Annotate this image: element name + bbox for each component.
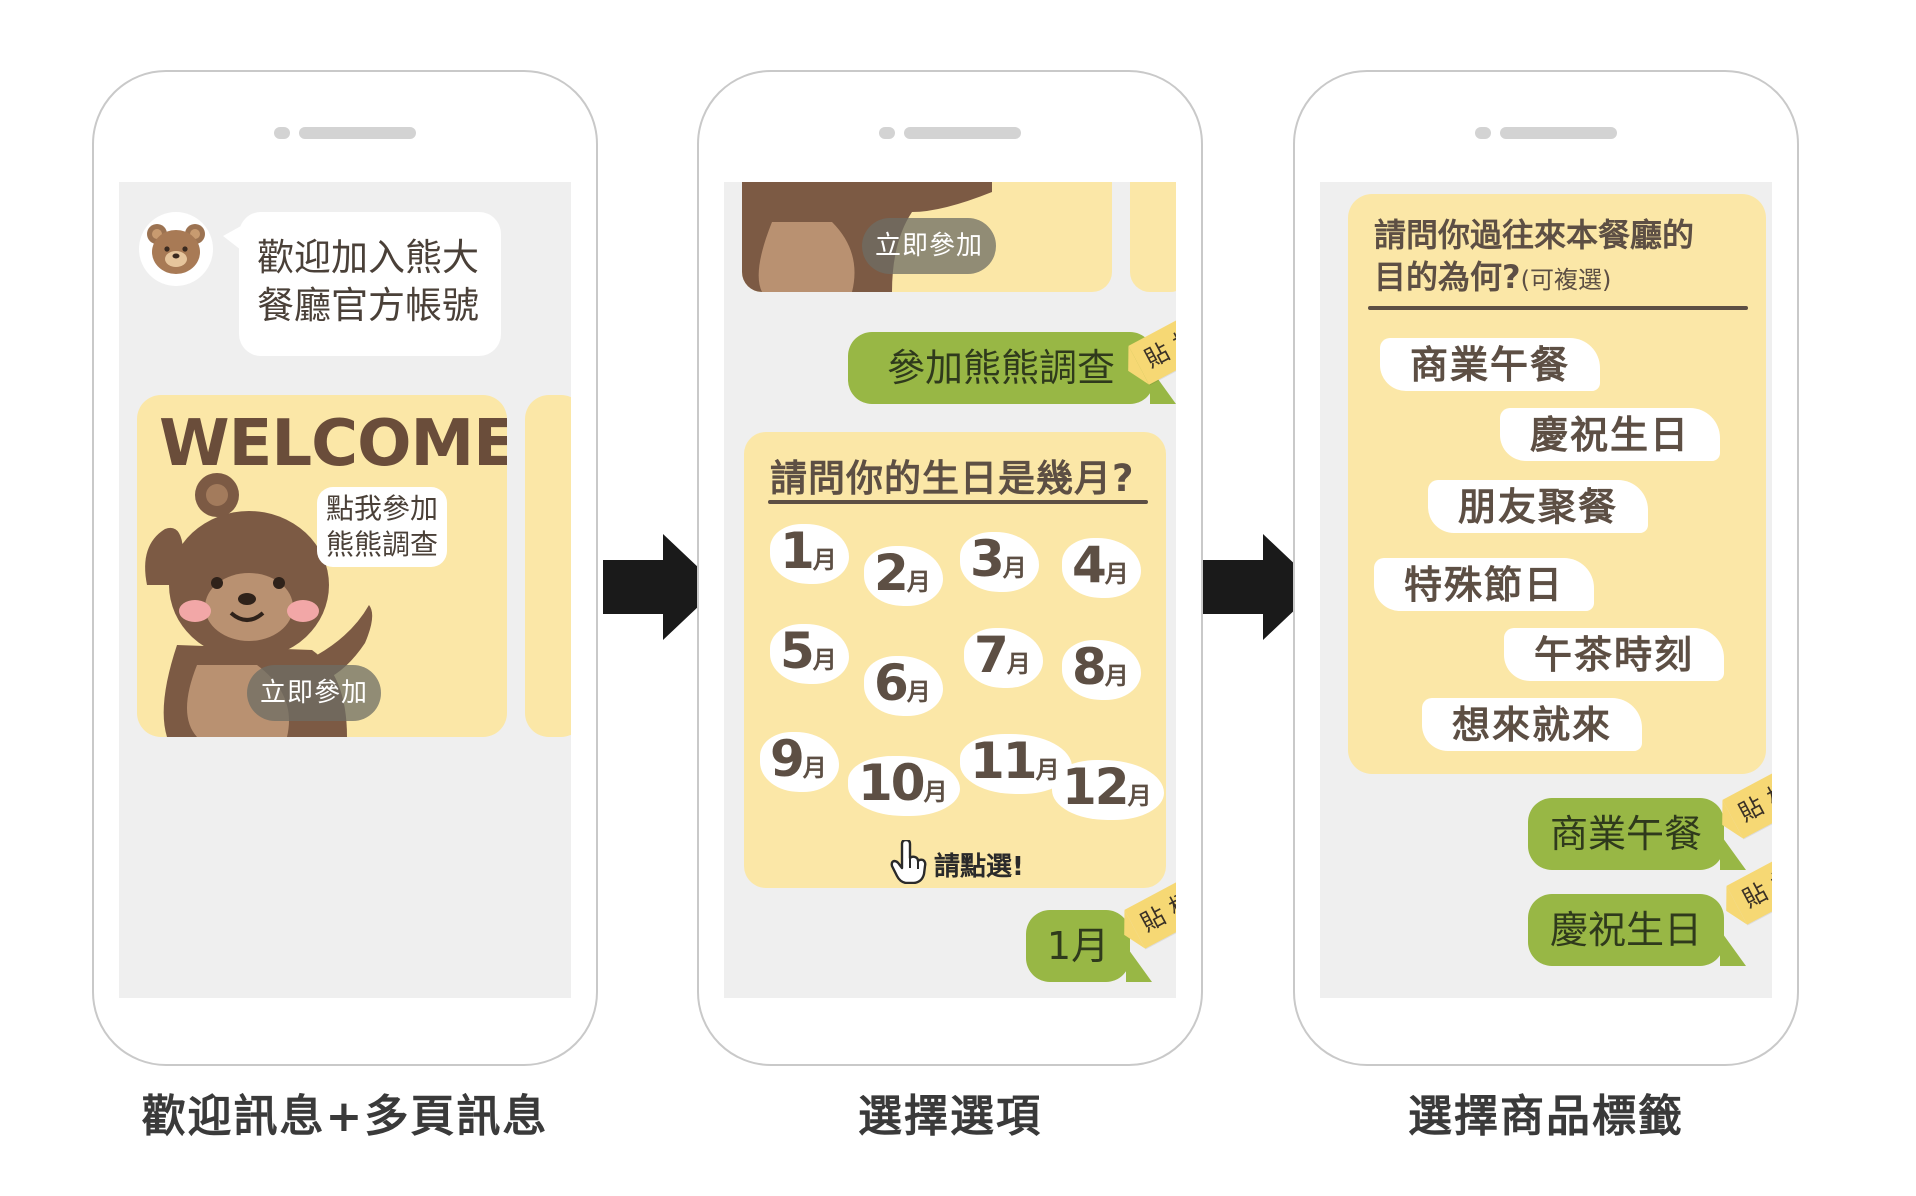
tag-option-friends-gathering[interactable]: 朋友聚餐	[1428, 476, 1649, 533]
speech-line-1: 點我參加	[325, 492, 438, 525]
tag-option-special-holiday[interactable]: 特殊節日	[1374, 554, 1595, 611]
chat-screen-2: 立即參加 參加熊熊調查 貼標 請問你的生日是幾月? 1月 2月 3月 4月 5月…	[724, 182, 1176, 998]
month-option-5[interactable]: 5月	[770, 622, 849, 684]
month-option-10[interactable]: 10月	[848, 754, 960, 816]
join-now-button[interactable]: 立即參加	[247, 665, 381, 721]
purpose-question: 請問你過往來本餐廳的 目的為何?(可複選)	[1374, 214, 1694, 301]
right-arrow-icon	[1203, 534, 1319, 640]
speech-line-2: 熊熊調查	[325, 528, 438, 561]
phone-frame-3: 請問你過往來本餐廳的 目的為何?(可複選) 商業午餐 慶祝生日 朋友聚餐 特殊節…	[1293, 70, 1799, 1066]
caption-panel-3: 選擇商品標籤	[1408, 1091, 1684, 1142]
tag-option-birthday[interactable]: 慶祝生日	[1500, 404, 1721, 461]
purpose-question-line-1: 請問你過往來本餐廳的	[1374, 216, 1695, 254]
bear-avatar-icon[interactable]	[139, 212, 213, 286]
purpose-question-line-2: 目的為何?(可複選)	[1374, 258, 1612, 296]
month-option-9[interactable]: 9月	[760, 730, 839, 792]
multi-select-note: (可複選)	[1520, 266, 1612, 294]
chat-screen-1: 歡迎加入熊大 餐廳官方帳號 WELCOME	[119, 182, 571, 998]
join-now-button[interactable]: 立即參加	[862, 218, 996, 274]
welcome-card[interactable]: WELCOME 點我參加 熊熊調查 立即參加	[137, 395, 507, 737]
user-reply-text: 參加熊熊調查	[886, 346, 1115, 390]
chat-screen-3: 請問你過往來本餐廳的 目的為何?(可複選) 商業午餐 慶祝生日 朋友聚餐 特殊節…	[1320, 182, 1772, 998]
user-answer-text: 商業午餐	[1549, 812, 1702, 856]
welcome-line-2: 餐廳官方帳號	[257, 284, 479, 327]
user-answer-bubble-2: 慶祝生日	[1528, 894, 1746, 966]
phone-frame-1: 歡迎加入熊大 餐廳官方帳號 WELCOME	[92, 70, 598, 1066]
next-card-peek[interactable]	[525, 395, 571, 737]
month-option-12[interactable]: 12月	[1052, 758, 1164, 820]
divider	[1368, 306, 1748, 310]
month-option-7[interactable]: 7月	[964, 626, 1043, 688]
right-arrow-icon	[603, 534, 719, 640]
user-answer-bubble: 1月	[1026, 910, 1152, 982]
welcome-line-1: 歡迎加入熊大	[257, 236, 479, 279]
month-option-8[interactable]: 8月	[1062, 638, 1141, 700]
month-option-11[interactable]: 11月	[960, 732, 1072, 794]
tag-sticker: 貼標	[1128, 307, 1176, 385]
month-option-4[interactable]: 4月	[1062, 536, 1141, 598]
birthday-question: 請問你的生日是幾月?	[770, 457, 1135, 500]
welcome-card-title: WELCOME	[159, 407, 507, 481]
user-answer-text: 慶祝生日	[1549, 908, 1702, 952]
month-option-6[interactable]: 6月	[864, 654, 943, 716]
next-card-peek[interactable]	[1130, 182, 1176, 292]
phone-speaker	[1475, 127, 1617, 139]
hand-pointer-icon	[890, 840, 927, 884]
tag-option-business-lunch[interactable]: 商業午餐	[1380, 334, 1601, 391]
user-answer-bubble-1: 商業午餐	[1528, 798, 1746, 870]
divider	[768, 500, 1148, 504]
phone-speaker	[274, 127, 416, 139]
tap-hint: 請點選!	[934, 852, 1024, 882]
phone-frame-2: 立即參加 參加熊熊調查 貼標 請問你的生日是幾月? 1月 2月 3月 4月 5月…	[697, 70, 1203, 1066]
month-option-3[interactable]: 3月	[960, 530, 1039, 592]
tag-option-anytime[interactable]: 想來就來	[1422, 694, 1643, 751]
welcome-card-scrolled[interactable]: 立即參加	[742, 182, 1112, 292]
welcome-message-bubble: 歡迎加入熊大 餐廳官方帳號	[223, 212, 501, 356]
speech-bubble: 點我參加 熊熊調查	[317, 487, 447, 567]
caption-panel-1: 歡迎訊息+多頁訊息	[141, 1091, 549, 1142]
birthday-question-card: 請問你的生日是幾月? 1月 2月 3月 4月 5月 6月 7月 8月 9月 10…	[744, 432, 1166, 888]
user-reply-bubble: 參加熊熊調查	[848, 332, 1176, 404]
tag-option-afternoon-tea[interactable]: 午茶時刻	[1504, 624, 1725, 681]
phone-speaker	[879, 127, 1021, 139]
purpose-question-card: 請問你過往來本餐廳的 目的為何?(可複選) 商業午餐 慶祝生日 朋友聚餐 特殊節…	[1348, 194, 1766, 774]
month-option-1[interactable]: 1月	[770, 522, 849, 584]
user-answer-text: 1月	[1046, 924, 1110, 968]
month-option-2[interactable]: 2月	[864, 544, 943, 606]
caption-panel-2: 選擇選項	[858, 1091, 1042, 1142]
